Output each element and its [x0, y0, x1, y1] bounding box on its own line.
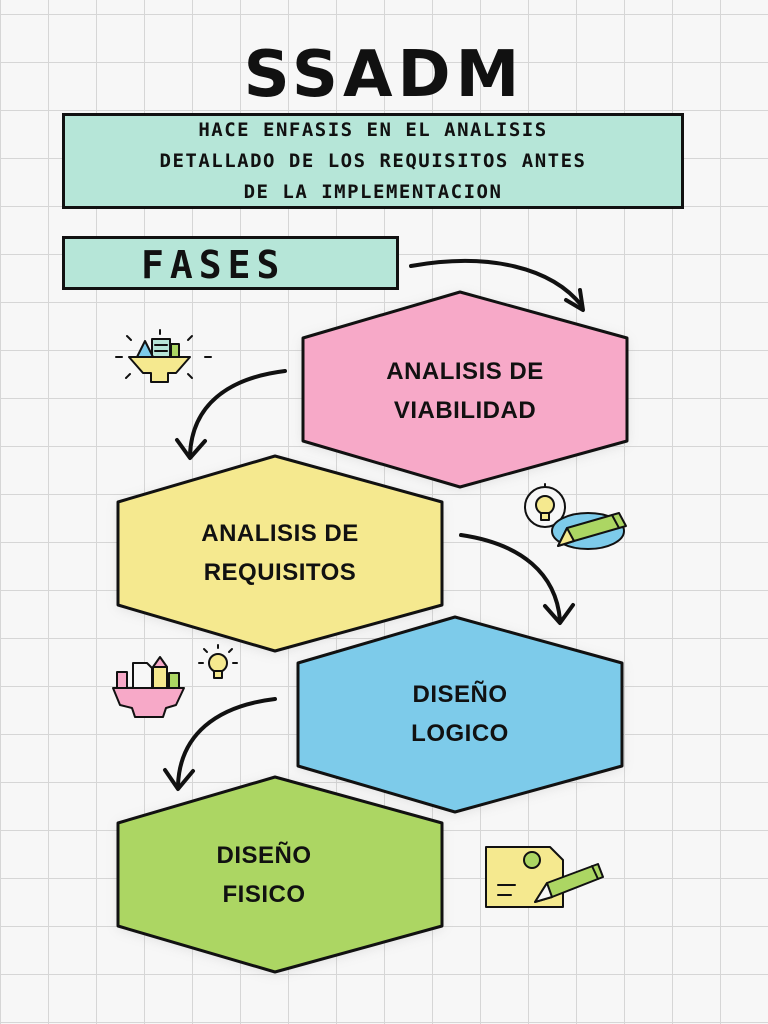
- arrow-logico-to-fisico-head: [163, 768, 195, 791]
- phase-label-line-1: DISEÑO: [216, 842, 312, 869]
- phase-label-viabilidad: ANALISIS DE VIABILIDAD: [303, 352, 627, 430]
- idea-cup-icon: [115, 329, 212, 383]
- phase-label-line-2: VIABILIDAD: [393, 397, 537, 424]
- arrow-logico-to-fisico: [176, 697, 277, 787]
- arrow-viabilidad-to-requisitos: [188, 369, 287, 457]
- arrow-requisitos-to-logico-head: [543, 603, 575, 625]
- phase-label-line-2: REQUISITOS: [203, 559, 357, 586]
- phase-shape-fisico: [116, 775, 444, 974]
- phase-label-logico: DISEÑO LOGICO: [298, 675, 622, 753]
- phase-shape-viabilidad: [301, 290, 629, 489]
- arrow-fases-to-viabilidad-head: [564, 288, 585, 312]
- phase-label-line-2: LOGICO: [411, 720, 509, 747]
- arrow-fases-to-viabilidad: [409, 259, 584, 308]
- phase-shape-logico: [296, 615, 624, 814]
- phase-label-requisitos: ANALISIS DE REQUISITOS: [118, 514, 442, 592]
- description-line-1: HACE ENFASIS EN EL ANALISIS: [198, 118, 548, 141]
- phase-label-fisico: DISEÑO FISICO: [118, 836, 410, 914]
- description-line-3: DE LA IMPLEMENTACION: [243, 180, 503, 203]
- arrow-viabilidad-to-requisitos-head: [175, 438, 207, 460]
- phase-shape-requisitos: [116, 454, 444, 653]
- description-line-2: DETALLADO DE LOS REQUISITOS ANTES: [159, 149, 587, 172]
- lightbulb-cup-icon: [112, 644, 238, 718]
- phase-label-line-1: ANALISIS DE: [386, 358, 544, 385]
- description-text: HACE ENFASIS EN EL ANALISIS DETALLADO DE…: [93, 115, 653, 208]
- fases-label: FASES: [141, 243, 286, 287]
- description-box: HACE ENFASIS EN EL ANALISIS DETALLADO DE…: [62, 113, 684, 209]
- phase-label-line-2: FISICO: [222, 881, 306, 908]
- phase-label-line-1: ANALISIS DE: [201, 520, 359, 547]
- document-pencil-icon: [485, 846, 604, 908]
- arrow-requisitos-to-logico: [459, 533, 562, 622]
- lightbulb-pencil-icon: [524, 481, 627, 550]
- phase-label-line-1: DISEÑO: [412, 681, 508, 708]
- page-title: SSADM: [243, 38, 525, 112]
- fases-box: FASES: [62, 236, 399, 290]
